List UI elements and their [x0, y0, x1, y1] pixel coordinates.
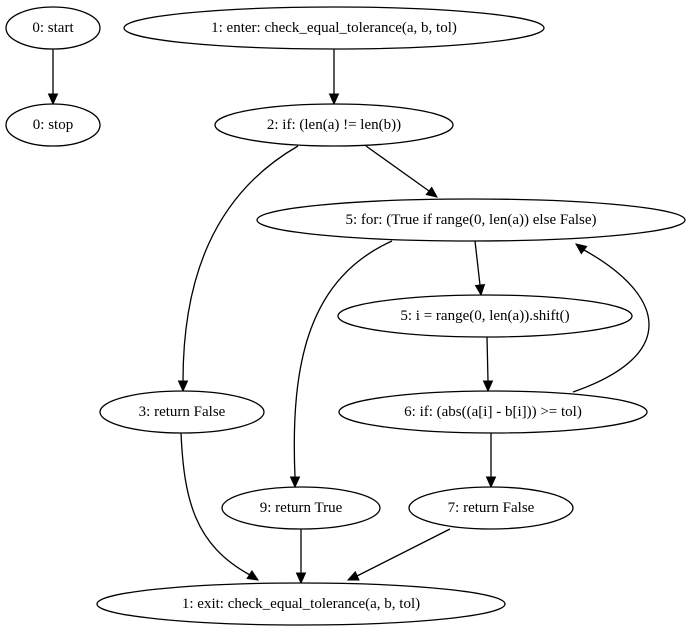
edges-layer	[47, 49, 650, 585]
node-ellipse	[96, 582, 506, 626]
node-ellipse	[338, 390, 648, 434]
nodes-layer: 0: start 0: stop 1: enter: check_equal_tol…	[5, 6, 686, 626]
edge-n1enter-to-n2if	[328, 49, 340, 106]
node-label: 0: stop	[33, 117, 73, 133]
node-label: 7: return False	[448, 500, 535, 516]
node-label: 2: if: (len(a) != len(b))	[267, 117, 401, 133]
arrowhead-icon	[575, 243, 588, 255]
edge-n2if-to-n3return	[177, 145, 299, 393]
edge-line	[572, 249, 650, 393]
node-label: 9: return True	[260, 500, 343, 516]
edge-line	[180, 432, 251, 576]
edge-line	[356, 528, 451, 577]
edge-line	[474, 240, 481, 286]
node-label: 1: exit: check_equal_tolerance(a, b, tol…	[182, 596, 420, 612]
arrowhead-icon	[295, 572, 307, 585]
arrowhead-icon	[425, 186, 438, 198]
node-ellipse	[99, 390, 265, 434]
node-n2if: 2: if: (len(a) != len(b))	[214, 103, 454, 147]
edge-n5for-to-n9return	[289, 240, 393, 489]
arrowhead-icon	[289, 476, 301, 489]
edge-n2if-to-n5for	[365, 145, 438, 198]
node-n9return: 9: return True	[221, 486, 381, 530]
node-ellipse	[408, 486, 574, 530]
node-n7return: 7: return False	[408, 486, 574, 530]
arrowhead-icon	[485, 476, 497, 489]
node-n5assign: 5: i = range(0, len(a)).shift()	[337, 294, 633, 338]
node-n3return: 3: return False	[99, 390, 265, 434]
arrowhead-icon	[482, 380, 494, 393]
node-n1exit: 1: exit: check_equal_tolerance(a, b, tol…	[96, 582, 506, 626]
arrowhead-icon	[47, 93, 59, 106]
node-n0start: 0: start	[5, 6, 101, 50]
node-ellipse	[123, 6, 545, 50]
node-ellipse	[256, 198, 686, 242]
node-ellipse	[337, 294, 633, 338]
node-ellipse	[5, 6, 101, 50]
edge-n9return-to-n1exit	[295, 529, 307, 585]
node-label: 1: enter: check_equal_tolerance(a, b, to…	[211, 20, 457, 36]
node-label: 3: return False	[139, 404, 226, 420]
edge-line	[293, 240, 393, 478]
node-ellipse	[5, 103, 101, 147]
arrowhead-icon	[177, 380, 189, 393]
edge-n0start-to-n0stop	[47, 49, 59, 106]
node-n1enter: 1: enter: check_equal_tolerance(a, b, to…	[123, 6, 545, 50]
edge-line	[182, 145, 299, 382]
edge-line	[365, 145, 430, 192]
node-ellipse	[221, 486, 381, 530]
edge-n5for-to-n5assign	[474, 240, 486, 297]
node-label: 6: if: (abs((a[i] - b[i])) >= tol)	[404, 404, 582, 420]
edge-line	[486, 336, 489, 382]
edge-n5assign-to-n6if	[482, 336, 494, 393]
node-n0stop: 0: stop	[5, 103, 101, 147]
node-n5for: 5: for: (True if range(0, len(a)) else F…	[256, 198, 686, 242]
node-ellipse	[214, 103, 454, 147]
edge-n3return-to-n1exit	[180, 432, 260, 581]
edge-n7return-to-n1exit	[346, 528, 451, 581]
edge-n6if-to-n5for	[572, 243, 650, 393]
arrowhead-icon	[346, 570, 360, 581]
arrowhead-icon	[246, 569, 260, 581]
node-label: 0: start	[32, 20, 74, 36]
node-label: 5: for: (True if range(0, len(a)) else F…	[345, 212, 596, 228]
node-n6if: 6: if: (abs((a[i] - b[i])) >= tol)	[338, 390, 648, 434]
node-label: 5: i = range(0, len(a)).shift()	[400, 308, 569, 324]
edge-n6if-to-n7return	[485, 433, 497, 489]
arrowhead-icon	[474, 284, 486, 297]
arrowhead-icon	[328, 93, 340, 106]
